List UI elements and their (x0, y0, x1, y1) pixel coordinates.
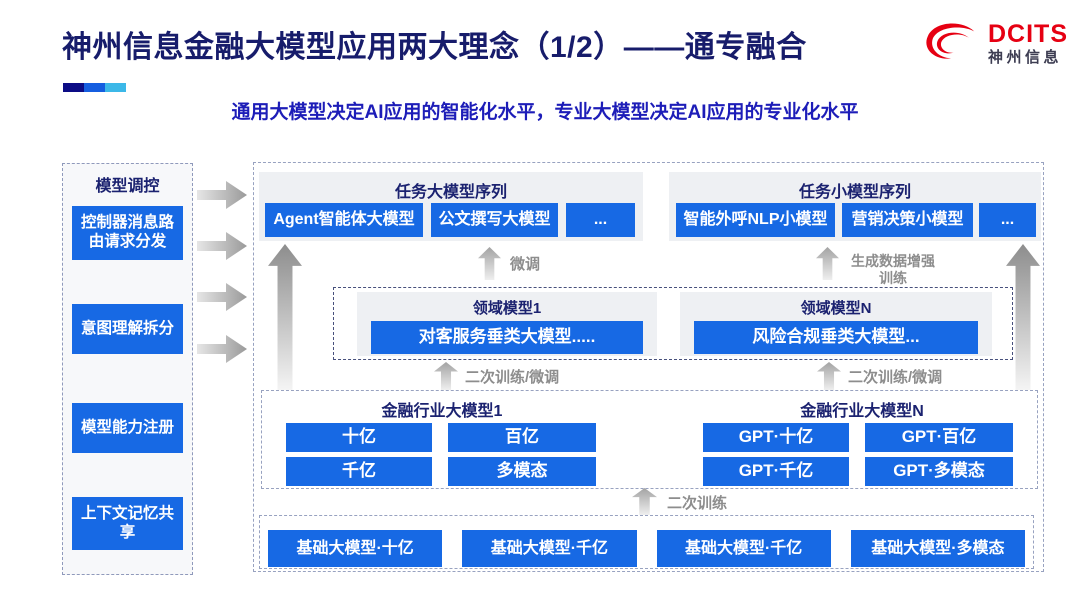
model-chip-gpt-multimodal: GPT·多模态 (865, 457, 1013, 486)
up-arrow-icon (816, 247, 839, 280)
model-chip-risk-compliance: 风险合规垂类大模型... (694, 321, 978, 354)
model-chip-1b: 十亿 (286, 423, 432, 452)
retrain-finetune-label-left: 二次训练/微调 (465, 369, 560, 386)
fine-tune-label: 微调 (510, 256, 541, 273)
dcits-logo: DCITS 神州信息 (922, 18, 1068, 68)
model-chip-outbound-nlp: 智能外呼NLP小模型 (676, 203, 835, 237)
dcits-swirl-icon (926, 23, 975, 59)
accent-bar-segment (105, 83, 126, 92)
up-arrow-tall-icon (268, 244, 302, 390)
industry-model-box: 金融行业大模型1 十亿 百亿 千亿 多模态 金融行业大模型N GPT·十亿 GP… (261, 390, 1038, 489)
gen-data-training-line1: 生成数据增强 (851, 253, 935, 269)
right-arrow-icon (197, 181, 247, 209)
industry-model-n-title: 金融行业大模型N (800, 403, 924, 420)
model-chip-customer-service: 对客服务垂类大模型..... (371, 321, 643, 354)
model-chip-ellipsis: ... (979, 203, 1036, 237)
industry-model-n-grid: GPT·十亿 GPT·百亿 GPT·千亿 GPT·多模态 (703, 423, 1013, 486)
model-chip-base-multimodal: 基础大模型·多模态 (850, 530, 1025, 567)
industry-model-1-grid: 十亿 百亿 千亿 多模态 (286, 423, 596, 486)
dcits-brand-name-cn: 神州信息 (988, 48, 1063, 66)
model-chip-agent: Agent智能体大模型 (265, 203, 423, 237)
model-chip-base-100b-2: 基础大模型·千亿 (656, 530, 831, 567)
model-chip-document-writing: 公文撰写大模型 (431, 203, 558, 237)
industry-model-1-title: 金融行业大模型1 (381, 403, 503, 420)
task-small-model-panel: 任务小模型序列 智能外呼NLP小模型 营销决策小模型 ... (669, 172, 1041, 241)
model-control-panel: 模型调控 控制器消息路由请求分发 意图理解拆分 模型能力注册 上下文记忆共享 (62, 163, 193, 575)
domain-model-n-panel: 领域模型N 风险合规垂类大模型... (680, 292, 992, 356)
model-chip-10b: 百亿 (448, 423, 596, 452)
gen-data-training-line2: 训练 (879, 269, 907, 286)
accent-bar (63, 83, 126, 92)
sidebar-item-context-memory: 上下文记忆共享 (72, 497, 183, 550)
model-chip-ellipsis: ... (566, 203, 635, 237)
model-chip-100b: 千亿 (286, 457, 432, 486)
model-chip-multimodal: 多模态 (448, 457, 596, 486)
dcits-logo-text: DCITS 神州信息 (988, 19, 1068, 66)
model-chip-base-100b: 基础大模型·千亿 (462, 530, 637, 567)
model-chip-gpt-10b: GPT·百亿 (865, 423, 1013, 452)
retrain-finetune-label-right: 二次训练/微调 (848, 369, 943, 386)
domain-model-box: 领域模型1 对客服务垂类大模型..... 领域模型N 风险合规垂类大模型... (333, 287, 1013, 360)
domain-model-1-title: 领域模型1 (472, 300, 542, 317)
up-arrow-icon (478, 247, 501, 280)
model-architecture-box: 任务大模型序列 Agent智能体大模型 公文撰写大模型 ... 任务小模型序列 … (253, 162, 1044, 572)
gen-data-training-label: 生成数据增强 训练 (845, 253, 941, 287)
domain-model-1-panel: 领域模型1 对客服务垂类大模型..... (357, 292, 657, 356)
dcits-brand-name: DCITS (988, 19, 1068, 48)
model-chip-gpt-1b: GPT·十亿 (703, 423, 849, 452)
up-arrow-icon (434, 362, 458, 390)
page-title: 神州信息金融大模型应用两大理念（1/2）——通专融合 (62, 31, 807, 64)
slide-subtitle: 通用大模型决定AI应用的智能化水平，专业大模型决定AI应用的专业化水平 (231, 102, 859, 123)
right-arrow-icon (197, 335, 247, 363)
up-arrow-icon (632, 488, 657, 515)
accent-bar-segment (84, 83, 105, 92)
domain-model-n-title: 领域模型N (800, 300, 872, 317)
task-large-model-panel: 任务大模型序列 Agent智能体大模型 公文撰写大模型 ... (259, 172, 643, 241)
model-chip-marketing-decision: 营销决策小模型 (842, 203, 973, 237)
model-chip-gpt-100b: GPT·千亿 (703, 457, 849, 486)
task-large-model-title: 任务大模型序列 (394, 184, 507, 201)
model-control-title: 模型调控 (95, 178, 160, 195)
sidebar-item-capability-register: 模型能力注册 (72, 403, 183, 453)
task-small-model-title: 任务小模型序列 (798, 184, 911, 201)
retrain-label: 二次训练 (667, 495, 728, 512)
base-model-box: 基础大模型·十亿 基础大模型·千亿 基础大模型·千亿 基础大模型·多模态 (259, 515, 1034, 569)
sidebar-item-controller-routing: 控制器消息路由请求分发 (72, 206, 183, 260)
accent-bar-segment (63, 83, 84, 92)
model-chip-base-1b: 基础大模型·十亿 (268, 530, 443, 567)
right-arrow-icon (197, 283, 247, 311)
up-arrow-icon (817, 362, 841, 390)
right-arrow-icon (197, 232, 247, 260)
sidebar-item-intent-split: 意图理解拆分 (72, 304, 183, 354)
